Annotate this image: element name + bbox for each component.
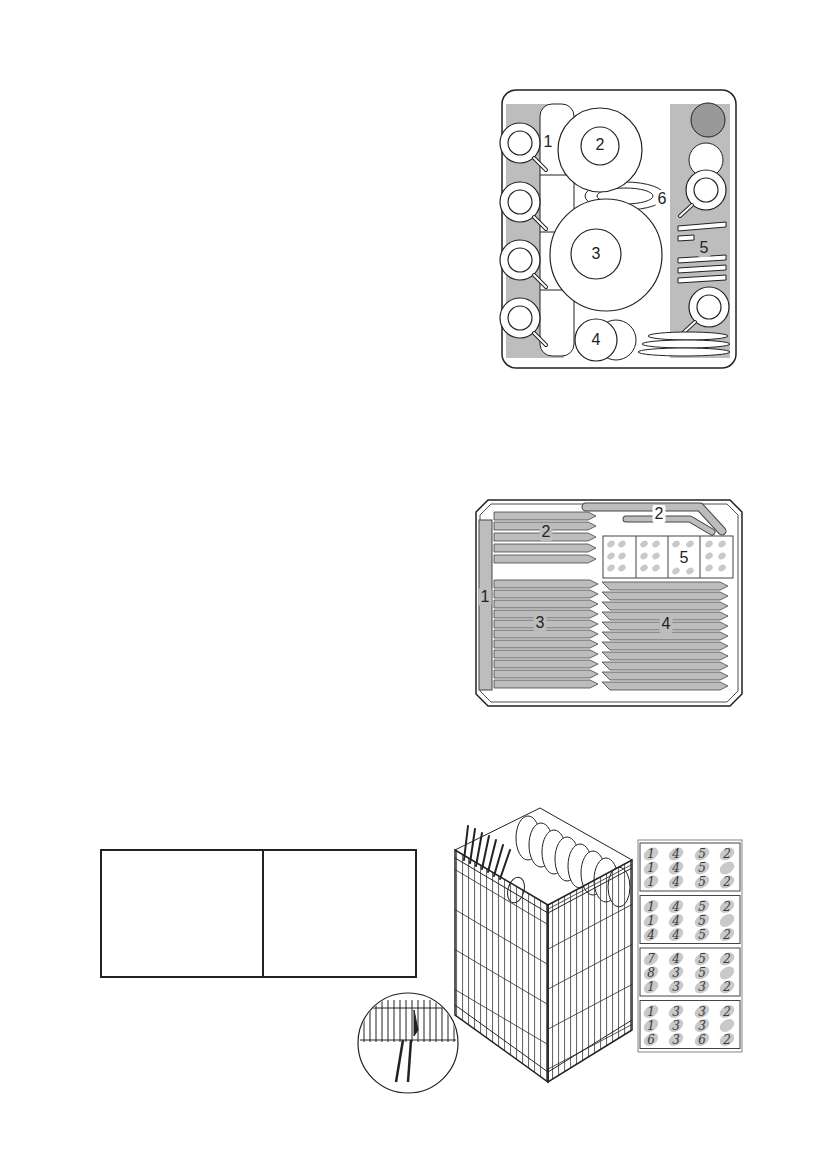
callout-number: 2 [594, 136, 607, 154]
cutlery-position-number: 4 [647, 929, 655, 941]
cutlery-position-number: 5 [698, 953, 706, 965]
cutlery-position-number: 2 [723, 953, 731, 965]
cutlery-position-number: 5 [698, 876, 706, 888]
cutlery-position-number: 1 [647, 1006, 655, 1018]
cutlery-position-number: 1 [647, 1020, 655, 1032]
cutlery-grid [638, 840, 742, 1052]
callout-number: 5 [678, 549, 691, 567]
callout-number: 3 [534, 614, 547, 632]
callout-number: 5 [698, 239, 711, 257]
cutlery-position-number: 3 [672, 1006, 680, 1018]
callout-number: 2 [653, 505, 666, 523]
cutlery-position-number: 3 [698, 981, 706, 993]
cutlery-position-number: 3 [698, 1020, 706, 1032]
cutlery-position-number: 2 [723, 901, 731, 913]
callout-number: 1 [542, 133, 555, 151]
lower-basket-figure [476, 500, 742, 706]
cutlery-position-number: 2 [723, 929, 731, 941]
callout-number: 4 [660, 615, 673, 633]
detail-inset [358, 993, 458, 1093]
cutlery-position-number: 5 [698, 862, 706, 874]
cutlery-position-number: 5 [698, 915, 706, 927]
cutlery-position-number: 2 [723, 1034, 731, 1046]
cutlery-position-number: 1 [647, 848, 655, 860]
cutlery-position-number: 2 [723, 1006, 731, 1018]
cutlery-position-number: 3 [672, 967, 680, 979]
cutlery-position-number: 1 [647, 981, 655, 993]
cutlery-position-number: 4 [672, 953, 680, 965]
cutlery-position-number: 2 [723, 981, 731, 993]
cutlery-position-number: 6 [647, 1034, 655, 1046]
cutlery-position-number: 4 [672, 915, 680, 927]
cutlery-position-number: 2 [723, 848, 731, 860]
cutlery-position-number: 1 [647, 862, 655, 874]
cutlery-position-number: 2 [723, 876, 731, 888]
callout-number: 4 [590, 331, 603, 349]
callout-number: 2 [540, 523, 553, 541]
cutlery-position-number: 3 [698, 1006, 706, 1018]
cutlery-position-number: 7 [647, 953, 655, 965]
empty-table [101, 850, 416, 977]
cutlery-position-number: 6 [698, 1034, 706, 1046]
cutlery-position-number: 5 [698, 967, 706, 979]
cutlery-position-number: 3 [672, 1034, 680, 1046]
cutlery-position-number: 4 [672, 901, 680, 913]
cutlery-position-number: 4 [672, 848, 680, 860]
cutlery-basket [455, 808, 632, 1082]
cutlery-position-number: 3 [672, 1020, 680, 1032]
cutlery-position-number: 8 [647, 967, 655, 979]
callout-number: 6 [656, 190, 669, 208]
cutlery-position-number: 1 [647, 876, 655, 888]
cutlery-position-number: 5 [698, 848, 706, 860]
cutlery-position-number: 1 [647, 915, 655, 927]
callout-number: 1 [479, 588, 492, 606]
callout-number: 3 [590, 245, 603, 263]
cutlery-position-number: 5 [698, 901, 706, 913]
upper-basket-figure [500, 90, 736, 368]
cutlery-position-number: 3 [672, 981, 680, 993]
cutlery-position-number: 1 [647, 901, 655, 913]
cutlery-position-number: 4 [672, 929, 680, 941]
cutlery-position-number: 4 [672, 862, 680, 874]
cutlery-position-number: 4 [672, 876, 680, 888]
cutlery-position-number: 5 [698, 929, 706, 941]
